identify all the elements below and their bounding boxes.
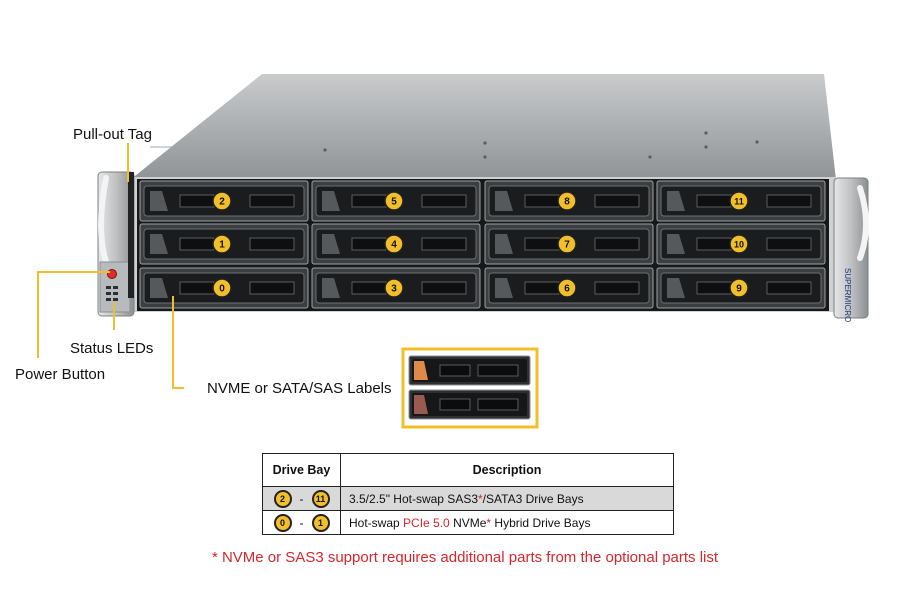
power-button-label: Power Button <box>15 366 106 383</box>
table-row: 0-1 Hot-swap PCIe 5.0 NVMe* Hybrid Drive… <box>262 510 674 535</box>
drive-bay[interactable]: 6 <box>484 267 654 309</box>
bay-number-badge <box>729 191 749 211</box>
drive-bay[interactable]: 5 <box>311 180 481 222</box>
bay-number-badge <box>557 191 577 211</box>
power-button-callout-line <box>37 271 110 358</box>
range-dash: - <box>299 491 304 506</box>
bay-badge-from: 0 <box>273 513 292 532</box>
bay-number-badge <box>557 278 577 298</box>
description-cell: 3.5/2.5" Hot-swap SAS3*/SATA3 Drive Bays <box>340 486 674 511</box>
right-rack-ear <box>833 177 869 319</box>
label-sample-nvme <box>408 355 531 386</box>
description-text: Hybrid Drive Bays <box>491 515 591 530</box>
drive-bay[interactable]: 8 <box>484 180 654 222</box>
description-header: Description <box>340 453 674 487</box>
bay-number: 5 <box>391 197 397 208</box>
drive-bay-legend-table: Drive Bay Description 2-11 3.5/2.5" Hot-… <box>262 453 674 535</box>
description-text: Hot-swap <box>349 515 404 530</box>
bay-number: 7 <box>564 240 570 251</box>
power-button-icon[interactable] <box>107 269 117 279</box>
description-text: 3.5/2.5" Hot-swap SAS3 <box>349 491 478 506</box>
status-leds-label: Status LEDs <box>70 340 154 357</box>
bay-badge-to: 11 <box>311 489 330 508</box>
description-text: /SATA3 Drive Bays <box>482 491 584 506</box>
bay-number-badge <box>212 278 232 298</box>
drive-bay[interactable]: 2 <box>139 180 309 222</box>
footnote: * NVMe or SAS3 support requires addition… <box>211 549 719 566</box>
lid-screws <box>323 131 759 159</box>
label-sample-sata-sas <box>408 389 531 420</box>
description-cell: Hot-swap PCIe 5.0 NVMe* Hybrid Drive Bay… <box>340 510 674 535</box>
drive-bay[interactable]: 0 <box>139 267 309 309</box>
bay-number-badge <box>729 234 749 254</box>
footnote-mark: * <box>478 491 483 506</box>
drive-bay-header: Drive Bay <box>262 453 341 487</box>
label-samples <box>408 355 531 420</box>
bay-number: 2 <box>219 197 225 208</box>
bay-range-cell: 2-11 <box>262 486 341 511</box>
bay-badge-from: 2 <box>273 489 292 508</box>
pcie-text: PCIe 5.0 <box>403 515 450 530</box>
bay-number: 3 <box>391 284 397 295</box>
bay-number-badge <box>212 191 232 211</box>
bay-number: 4 <box>391 240 397 251</box>
bay-number-badge <box>384 191 404 211</box>
pull-out-tag-icon[interactable] <box>128 172 134 298</box>
bay-range-cell: 0-1 <box>262 510 341 535</box>
table-header-row: Drive Bay Description <box>262 453 674 487</box>
drive-bay[interactable]: 4 <box>311 223 481 265</box>
bay-number: 11 <box>734 197 744 207</box>
drive-bay[interactable]: 10 <box>656 223 826 265</box>
chassis-top-cover <box>130 74 836 180</box>
drive-bay[interactable]: 11 <box>656 180 826 222</box>
footnote-mark: * <box>486 515 492 530</box>
drive-bay[interactable]: 3 <box>311 267 481 309</box>
bay-number-badge <box>384 234 404 254</box>
bay-number: 6 <box>564 284 570 295</box>
bay-number: 9 <box>736 284 742 295</box>
bay-number-badge <box>557 234 577 254</box>
bay-badge-to: 1 <box>311 513 330 532</box>
status-leds <box>106 286 118 301</box>
bay-number-badge <box>212 234 232 254</box>
bay-number: 8 <box>564 197 570 208</box>
bay-number: 10 <box>734 240 744 250</box>
range-dash: - <box>299 515 304 530</box>
drive-bay[interactable]: 9 <box>656 267 826 309</box>
callout-lines <box>37 143 184 389</box>
drive-labels-callout-line <box>172 296 184 389</box>
drive-bay[interactable]: 1 <box>139 223 309 265</box>
brand-logo: SUPERMICRO <box>843 268 852 322</box>
bay-number-badge <box>729 278 749 298</box>
drive-bay[interactable]: 7 <box>484 223 654 265</box>
description-text: NVMe <box>449 515 487 530</box>
bay-number: 0 <box>219 284 225 295</box>
drive-labels-label: NVME or SATA/SAS Labels <box>207 380 392 397</box>
bay-number: 1 <box>219 240 225 251</box>
pull-out-tag-label: Pull-out Tag <box>73 126 152 143</box>
bay-number-badge <box>384 278 404 298</box>
table-row: 2-11 3.5/2.5" Hot-swap SAS3*/SATA3 Drive… <box>262 486 674 511</box>
